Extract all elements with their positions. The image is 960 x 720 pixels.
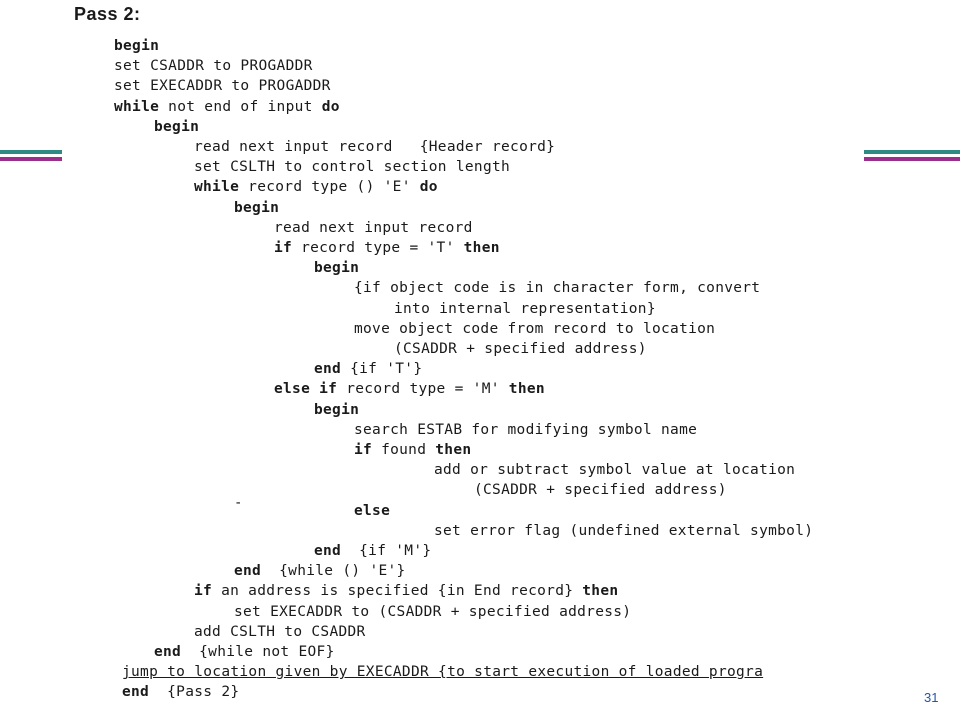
code-keyword: begin	[314, 401, 360, 418]
code-keyword: begin	[114, 38, 160, 54]
code-text: {Pass 2}	[149, 684, 240, 701]
left-divider-rule	[0, 150, 66, 164]
right-divider-purple	[864, 157, 960, 161]
code-line: add or subtract symbol value at location	[434, 460, 795, 481]
code-keyword: then	[463, 240, 500, 256]
code-keyword: end	[314, 361, 342, 378]
code-line: move object code from record to location	[354, 319, 715, 340]
code-text: {while not EOF}	[181, 644, 335, 660]
code-text: {if object code is in character form, co…	[354, 280, 761, 297]
code-line: begin	[314, 400, 359, 421]
code-keyword: do	[419, 179, 438, 196]
code-text: jump to location given by EXECADDR {to s…	[122, 664, 764, 681]
code-keyword: begin	[314, 260, 360, 277]
code-text: move object code from record to location	[354, 320, 716, 337]
code-text: set CSADDR to PROGADDR	[114, 58, 313, 75]
code-line: begin	[154, 117, 199, 138]
code-line: else	[354, 501, 390, 522]
code-line: add CSLTH to CSADDR	[194, 622, 366, 643]
code-line: end {if 'M'}	[314, 541, 431, 562]
code-text: set EXECADDR to (CSADDR + specified addr…	[234, 603, 632, 620]
code-keyword: then	[435, 442, 472, 458]
code-text: (CSADDR + specified address)	[394, 341, 647, 357]
code-keyword: end	[234, 563, 262, 580]
code-keyword: do	[321, 98, 340, 115]
code-keyword: while	[114, 98, 160, 115]
code-line: while not end of input do	[114, 97, 340, 118]
code-text: record type = 'T'	[292, 240, 464, 256]
code-text: {if 'T'}	[341, 361, 423, 378]
code-line: jump to location given by EXECADDR {to s…	[122, 662, 763, 683]
left-divider-purple	[0, 157, 66, 161]
scanned-pseudocode-page: Pass 2: begin set CSADDR to PROGADDR set E…	[62, 0, 862, 720]
right-divider-rule	[864, 150, 960, 164]
code-line: end {Pass 2}	[122, 682, 239, 703]
code-line: set error flag (undefined external symbo…	[434, 521, 813, 542]
code-line: if an address is specified {in End recor…	[194, 581, 618, 602]
code-line: begin	[114, 36, 159, 57]
code-line: into internal representation}	[394, 299, 656, 320]
code-text: record type = 'M'	[337, 381, 509, 398]
code-keyword: if	[274, 240, 293, 256]
code-text: found	[372, 442, 436, 458]
code-keyword: else	[354, 502, 391, 519]
code-keyword: then	[508, 381, 545, 398]
code-text: search ESTAB for modifying symbol name	[354, 421, 698, 438]
code-keyword: begin	[154, 118, 200, 135]
code-keyword: while	[194, 179, 240, 196]
code-line: search ESTAB for modifying symbol name	[354, 420, 697, 441]
code-line: end {while () 'E'}	[234, 561, 406, 582]
code-text: read next input record {Header record}	[194, 139, 556, 155]
code-text: set CSLTH to control section length	[194, 159, 511, 176]
code-line: begin	[314, 258, 359, 279]
code-keyword: end	[314, 543, 342, 559]
code-line: while record type () 'E' do	[194, 177, 438, 198]
code-keyword: if	[194, 583, 213, 600]
code-line: if record type = 'T' then	[274, 238, 500, 259]
code-line: end {if 'T'}	[314, 359, 422, 380]
code-text: add or subtract symbol value at location	[434, 462, 796, 479]
code-line: end {while not EOF}	[154, 642, 335, 663]
code-text: record type () 'E'	[239, 179, 420, 196]
code-text: into internal representation}	[394, 300, 656, 317]
code-keyword: else if	[274, 381, 338, 398]
code-keyword: if	[354, 442, 373, 458]
code-line: set EXECADDR to (CSADDR + specified addr…	[234, 602, 631, 623]
code-text: add CSLTH to CSADDR	[194, 623, 366, 640]
left-divider-teal	[0, 150, 66, 154]
right-divider-teal	[864, 150, 960, 154]
code-line: set EXECADDR to PROGADDR	[114, 76, 331, 97]
code-text: {while () 'E'}	[261, 563, 406, 580]
code-line: set CSADDR to PROGADDR	[114, 56, 313, 77]
code-keyword: end	[122, 684, 150, 701]
code-keyword: begin	[234, 199, 280, 216]
code-line: set CSLTH to control section length	[194, 157, 510, 178]
code-text: (CSADDR + specified address)	[474, 482, 727, 499]
code-keyword: end	[154, 644, 182, 660]
code-text: not end of input	[159, 98, 322, 115]
code-text: {if 'M'}	[341, 543, 432, 559]
code-text: read next input record	[274, 219, 473, 236]
code-line: begin	[234, 198, 279, 219]
page-number: 31	[924, 690, 939, 705]
scan-mark: -	[234, 495, 243, 511]
code-line: else if record type = 'M' then	[274, 379, 545, 400]
code-line: read next input record	[274, 218, 473, 239]
code-text: set EXECADDR to PROGADDR	[114, 78, 331, 95]
code-text: an address is specified {in End record}	[212, 583, 583, 600]
code-line: {if object code is in character form, co…	[354, 278, 760, 299]
code-line: (CSADDR + specified address)	[474, 480, 727, 501]
code-keyword: then	[582, 583, 619, 600]
code-line: read next input record {Header record}	[194, 137, 555, 158]
code-line: (CSADDR + specified address)	[394, 339, 647, 360]
code-text: set error flag (undefined external symbo…	[434, 522, 814, 539]
code-line: if found then	[354, 440, 471, 461]
page-title: Pass 2:	[74, 4, 141, 24]
